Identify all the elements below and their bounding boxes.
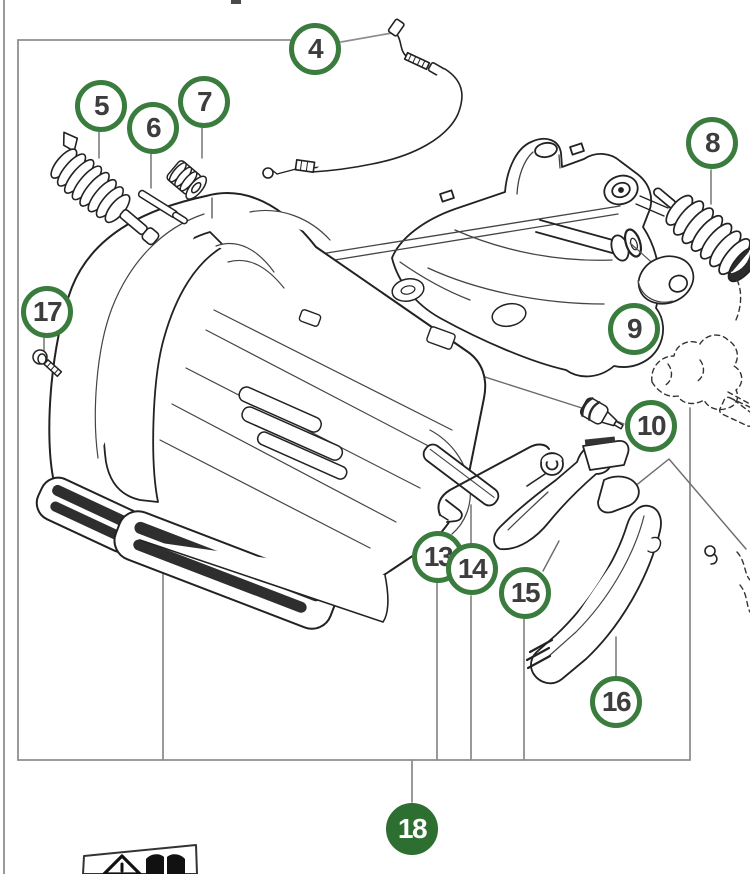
callout-7: 7 (178, 76, 230, 128)
callout-7-label: 7 (196, 86, 213, 117)
callout-6: 6 (127, 102, 179, 154)
callout-14-label: 14 (457, 553, 488, 584)
part-spring-5-drawing (50, 131, 160, 246)
warning-label-box (82, 844, 198, 874)
part-spring-8-drawing (653, 187, 750, 283)
callout-15: 15 (499, 567, 551, 619)
callout-18-label: 18 (397, 813, 428, 844)
part-pin-6-drawing (137, 189, 188, 225)
part-screw-17-drawing (32, 349, 63, 378)
callout-5: 5 (75, 80, 127, 132)
callout-9: 9 (608, 303, 660, 355)
callout-9-label: 9 (626, 313, 643, 344)
phantom-assembly-9-drawing (651, 279, 750, 613)
warning-triangle-icon (102, 854, 142, 874)
upper-handle-assembly-drawing (307, 138, 669, 378)
callout-8-label: 8 (704, 127, 721, 158)
part-trigger-15-drawing (493, 436, 640, 550)
part-buffer-roller-drawing (637, 255, 695, 305)
part-wire-link-14-drawing (437, 443, 550, 521)
callout-14: 14 (446, 543, 498, 595)
callout-10: 10 (625, 400, 677, 452)
group-bracket-lines (3, 0, 691, 874)
part-guard-cover-16-drawing (525, 504, 662, 685)
callout-16: 16 (590, 676, 642, 728)
part-adjuster-7-drawing (166, 160, 208, 200)
part-lockout-lever-13-drawing (422, 443, 500, 523)
callout-10-label: 10 (636, 410, 667, 441)
callout-4: 4 (289, 23, 341, 75)
callout-5-label: 5 (93, 90, 110, 121)
callout-16-label: 16 (601, 686, 632, 717)
callout-17: 17 (21, 286, 73, 338)
small-clip-drawing (704, 545, 718, 565)
callout-4-label: 4 (307, 33, 324, 64)
callout-18: 18 (386, 803, 438, 855)
callout-15-label: 15 (510, 577, 541, 608)
part-bushing-10-drawing (579, 397, 624, 430)
callout-6-label: 6 (145, 112, 162, 143)
callout-17-label: 17 (32, 296, 63, 327)
lower-handle-assembly-drawing (35, 192, 487, 630)
callout-8: 8 (686, 117, 738, 169)
part-throttle-cable-drawing (262, 18, 463, 179)
top-edge-stub (231, 0, 241, 4)
open-manual-icon (146, 854, 185, 874)
